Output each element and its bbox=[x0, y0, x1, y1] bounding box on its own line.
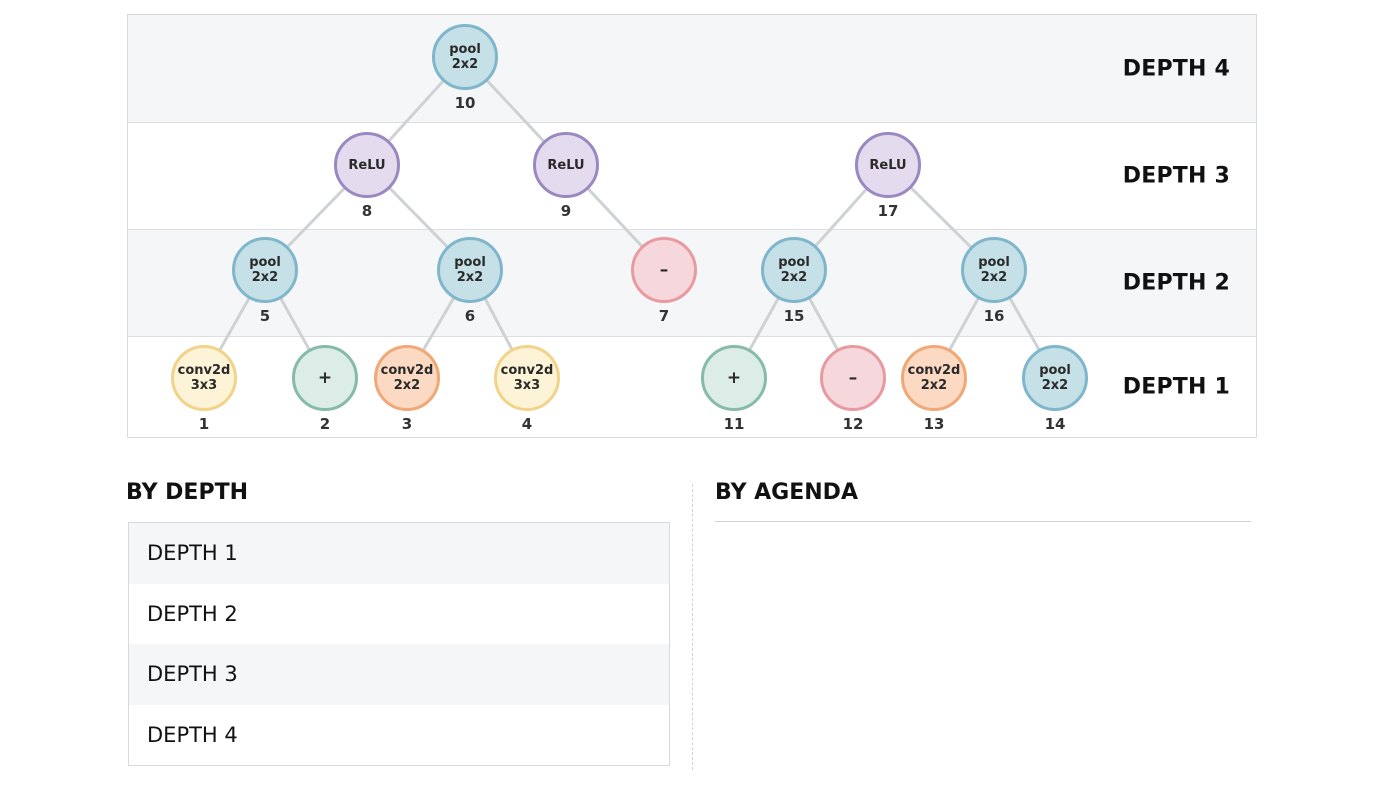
tree-node-9[interactable]: ReLU bbox=[533, 132, 599, 198]
tree-node-14[interactable]: pool 2x2 bbox=[1022, 345, 1088, 411]
depth-list-item-1[interactable]: DEPTH 1 bbox=[129, 523, 669, 584]
tree-node-6[interactable]: pool 2x2 bbox=[437, 237, 503, 303]
tree-node-2[interactable]: + bbox=[292, 345, 358, 411]
tree-node-8[interactable]: ReLU bbox=[334, 132, 400, 198]
tree-node-10[interactable]: pool 2x2 bbox=[432, 24, 498, 90]
tree-node-11[interactable]: + bbox=[701, 345, 767, 411]
tree-node-id: 14 bbox=[1044, 415, 1066, 433]
tree-node-id: 12 bbox=[842, 415, 864, 433]
tree-node-id: 7 bbox=[658, 307, 670, 325]
tree-node-13[interactable]: conv2d 2x2 bbox=[901, 345, 967, 411]
tree-node-id: 1 bbox=[198, 415, 210, 433]
depth-band-label: DEPTH 1 bbox=[1122, 374, 1230, 400]
tree-node-id: 10 bbox=[454, 94, 476, 112]
tree-node-17[interactable]: ReLU bbox=[855, 132, 921, 198]
tree-node-id: 9 bbox=[560, 202, 572, 220]
tree-node-1[interactable]: conv2d 3x3 bbox=[171, 345, 237, 411]
tree-node-id: 15 bbox=[783, 307, 805, 325]
tree-node-id: 4 bbox=[521, 415, 533, 433]
tree-node-5[interactable]: pool 2x2 bbox=[232, 237, 298, 303]
tree-node-id: 11 bbox=[723, 415, 745, 433]
tree-node-id: 16 bbox=[983, 307, 1005, 325]
tree-node-id: 3 bbox=[401, 415, 413, 433]
tree-node-id: 13 bbox=[923, 415, 945, 433]
tree-node-id: 17 bbox=[877, 202, 899, 220]
depth-list-item-4[interactable]: DEPTH 4 bbox=[147, 722, 238, 747]
depth-list: DEPTH 1 DEPTH 2 DEPTH 3 DEPTH 4 bbox=[128, 522, 670, 766]
tree-node-12[interactable]: – bbox=[820, 345, 886, 411]
section-divider bbox=[692, 484, 693, 770]
by-agenda-title: BY AGENDA bbox=[715, 480, 858, 505]
depth-band-label: DEPTH 2 bbox=[1122, 270, 1230, 296]
depth-list-item-2[interactable]: DEPTH 2 bbox=[147, 601, 238, 626]
depth-band-4: DEPTH 4 bbox=[128, 15, 1256, 122]
tree-node-15[interactable]: pool 2x2 bbox=[761, 237, 827, 303]
agenda-rule bbox=[715, 521, 1251, 522]
tree-node-7[interactable]: – bbox=[631, 237, 697, 303]
tree-node-3[interactable]: conv2d 2x2 bbox=[374, 345, 440, 411]
by-depth-title: BY DEPTH bbox=[126, 480, 248, 505]
tree-node-4[interactable]: conv2d 3x3 bbox=[494, 345, 560, 411]
depth-band-label: DEPTH 4 bbox=[1122, 56, 1230, 81]
depth-band-3: DEPTH 3 bbox=[128, 122, 1256, 229]
tree-node-id: 5 bbox=[259, 307, 271, 325]
depth-tree-diagram: DEPTH 4 DEPTH 3 DEPTH 2 DEPTH 1 pool 2x2… bbox=[127, 14, 1257, 438]
tree-node-id: 2 bbox=[319, 415, 331, 433]
tree-node-id: 8 bbox=[361, 202, 373, 220]
tree-node-id: 6 bbox=[464, 307, 476, 325]
tree-node-16[interactable]: pool 2x2 bbox=[961, 237, 1027, 303]
depth-band-label: DEPTH 3 bbox=[1122, 163, 1230, 189]
depth-list-item-3[interactable]: DEPTH 3 bbox=[129, 644, 669, 705]
